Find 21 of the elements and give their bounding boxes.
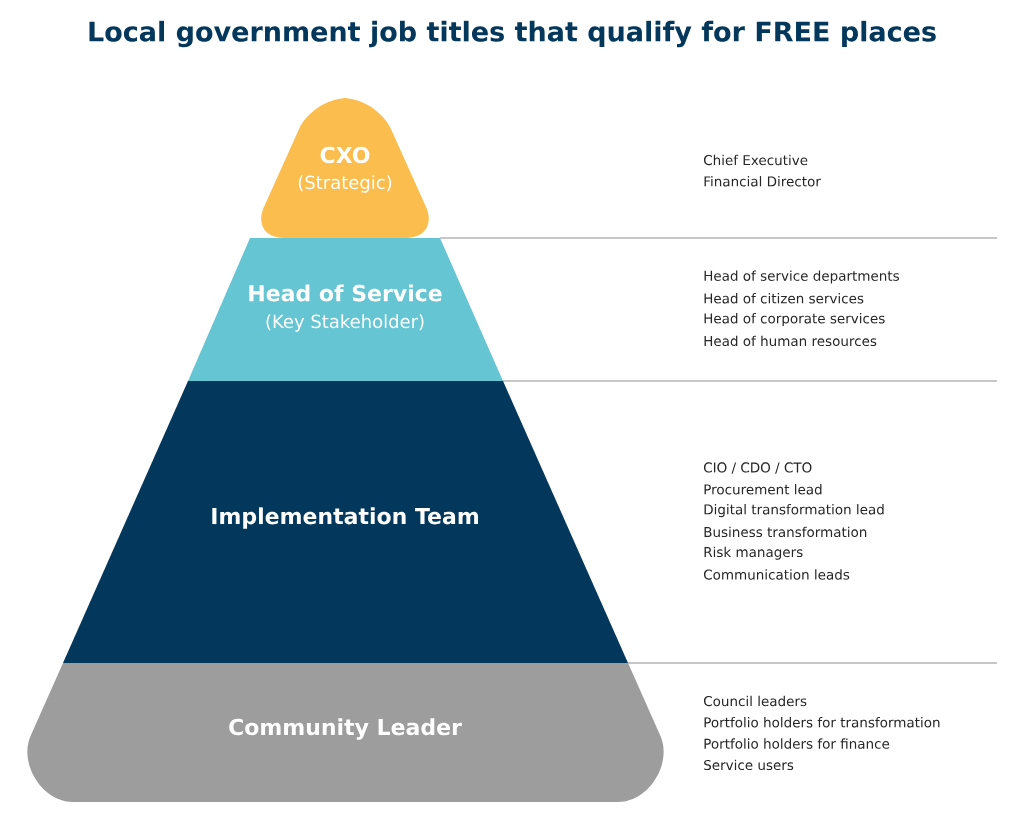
job-title: Head of corporate services xyxy=(704,313,885,327)
job-title: Digital transformation lead xyxy=(704,504,884,518)
job-title: Portfolio holders for finance xyxy=(704,738,890,749)
pyramid-tier: Community Leader xyxy=(27,663,664,802)
pyramid-tier: Implementation Team xyxy=(63,381,628,663)
job-title: Financial Director xyxy=(704,176,821,187)
title: Local government job titles that qualify for FREE places xyxy=(89,20,936,48)
job-title: Communication leads xyxy=(703,569,850,580)
job-title: Head of human resources xyxy=(704,335,877,347)
job-title: Head of citizen services xyxy=(704,293,864,304)
job-title: Head of service departments xyxy=(704,270,899,284)
job-title: Portfolio holders for transformation xyxy=(704,717,940,728)
job-title: Procurement lead xyxy=(704,484,822,495)
job-title: Risk managers xyxy=(704,546,803,560)
job-title: Chief Executive xyxy=(703,154,808,166)
pyramid-tier: CXO (Strategic) xyxy=(261,98,429,238)
job-title: Business transformation xyxy=(704,526,867,538)
job-title: Council leaders xyxy=(703,695,807,707)
pyramid-tier: Head of Service (Key Stakeholder) xyxy=(188,238,503,381)
job-title: CIO / CDO / CTO xyxy=(703,462,812,474)
job-title: Service users xyxy=(704,759,794,771)
